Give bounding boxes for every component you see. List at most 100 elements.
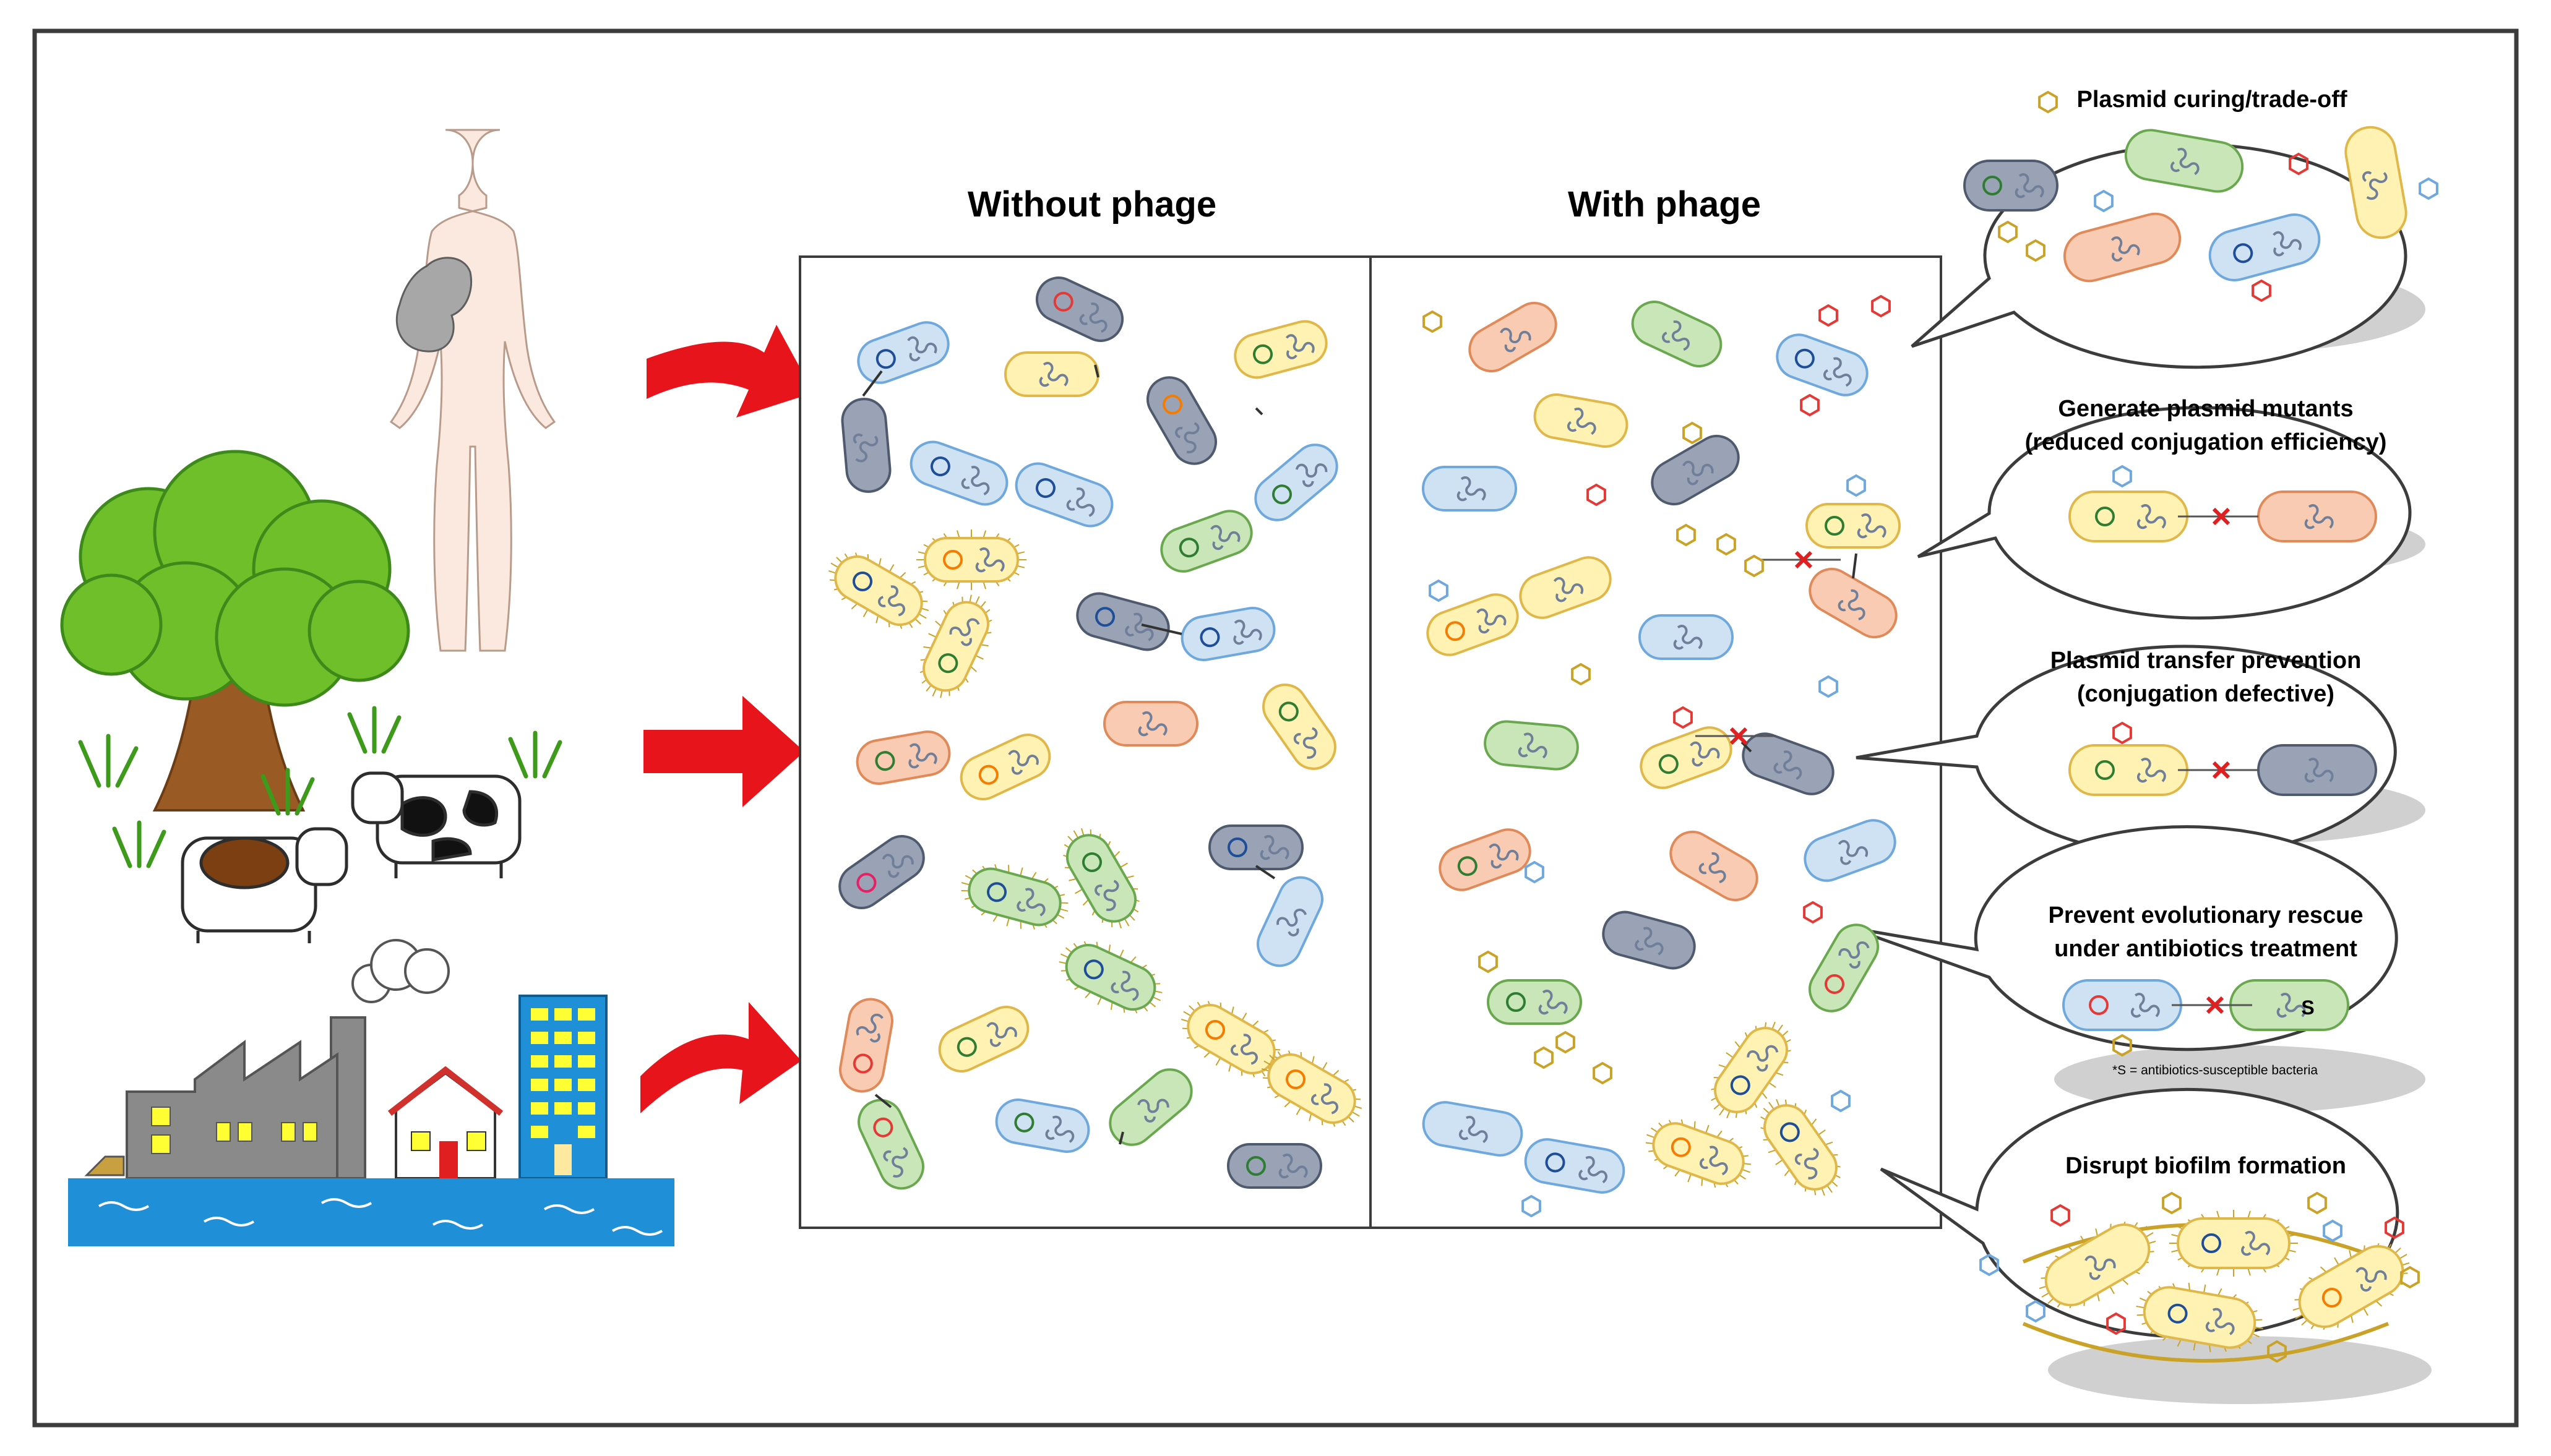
chromosome bbox=[986, 1022, 1017, 1047]
chromosome bbox=[961, 466, 990, 495]
plasmid bbox=[1163, 395, 1182, 415]
bacterium bbox=[2124, 129, 2244, 193]
phage-particle bbox=[2050, 1204, 2070, 1227]
chromosome bbox=[1278, 1154, 1308, 1179]
bacterium bbox=[828, 552, 929, 629]
chromosome bbox=[2304, 758, 2334, 783]
bacterium bbox=[1160, 510, 1253, 573]
cell-body bbox=[910, 440, 1009, 506]
chromosome bbox=[1823, 357, 1852, 387]
chromosome bbox=[2130, 993, 2160, 1018]
arrows bbox=[640, 325, 814, 1113]
chromosome bbox=[1045, 1115, 1075, 1143]
chromosome bbox=[882, 854, 914, 878]
bacteria-layer bbox=[828, 126, 2410, 1353]
phage-particle bbox=[1846, 474, 1866, 497]
phage-layer bbox=[1422, 90, 2438, 1363]
block-mark bbox=[1729, 727, 1748, 745]
plasmid bbox=[1228, 837, 1247, 857]
chromosome bbox=[1578, 1156, 1607, 1184]
cell-body bbox=[2068, 490, 2188, 542]
bacterium bbox=[857, 321, 950, 384]
bacterium bbox=[1262, 683, 1336, 770]
plasmid bbox=[2167, 1303, 2188, 1324]
bacterium bbox=[2068, 490, 2188, 542]
cell-body bbox=[1519, 556, 1612, 619]
chromosome bbox=[2241, 1231, 2270, 1256]
bacterium bbox=[960, 734, 1051, 800]
cell-body bbox=[1638, 614, 1734, 660]
bubble-4-note: *S = antibiotics-susceptible bacteria bbox=[2112, 1063, 2318, 1077]
bacterium bbox=[838, 835, 925, 909]
chromosome bbox=[1285, 334, 1315, 359]
cell-body bbox=[1742, 732, 1835, 795]
chromosome bbox=[1747, 1045, 1779, 1072]
phage-particle bbox=[2094, 189, 2114, 213]
conjugation-bridge bbox=[1255, 407, 1263, 416]
bacterium bbox=[1004, 351, 1099, 397]
bacterium bbox=[2063, 212, 2182, 283]
bubble-4-title-line1: Prevent evolutionary rescue bbox=[2049, 902, 2364, 928]
chromosome bbox=[1233, 619, 1262, 645]
plasmid bbox=[1794, 348, 1815, 369]
cell-body bbox=[1776, 333, 1869, 396]
plasmid bbox=[1825, 974, 1844, 994]
phage-particle bbox=[1716, 533, 1736, 556]
phage-particle bbox=[2112, 465, 2132, 488]
bacterium bbox=[1227, 1143, 1322, 1189]
bacterium bbox=[1524, 1138, 1625, 1194]
chromosome bbox=[1673, 625, 1703, 650]
bacterium bbox=[1638, 614, 1734, 660]
bacterium bbox=[1602, 910, 1696, 970]
plasmid bbox=[1506, 992, 1526, 1012]
chromosome bbox=[1079, 302, 1108, 333]
bacterium bbox=[919, 594, 992, 698]
phage-particle bbox=[2385, 1216, 2404, 1240]
plasmid bbox=[2089, 995, 2109, 1015]
bacterium bbox=[2169, 1210, 2298, 1277]
bacterium bbox=[1234, 320, 1328, 379]
panel-with-phage bbox=[1369, 255, 1942, 1229]
block-mark bbox=[1794, 550, 1813, 569]
bacterium bbox=[1254, 443, 1338, 521]
chromosome bbox=[1456, 476, 1486, 502]
phage-particle bbox=[1744, 554, 1764, 578]
bacterium bbox=[1484, 720, 1579, 771]
chromosome bbox=[1794, 1147, 1819, 1180]
chromosome bbox=[1682, 460, 1714, 486]
plasmid bbox=[978, 764, 999, 785]
chromosome bbox=[1553, 577, 1584, 602]
arrow-from-human bbox=[647, 325, 814, 418]
bubble-2-title-line2: (reduced conjugation efficiency) bbox=[2025, 429, 2387, 455]
phage-particle bbox=[1676, 523, 1696, 547]
cell-body bbox=[1015, 462, 1114, 528]
conjugation-bridge bbox=[1255, 865, 1276, 880]
phage-particle bbox=[2267, 1340, 2287, 1363]
bacterium bbox=[1804, 819, 1896, 882]
human-body-icon bbox=[389, 129, 556, 652]
chromosome bbox=[2362, 171, 2388, 200]
chromosome bbox=[2273, 231, 2302, 257]
plasmid bbox=[938, 653, 958, 674]
cell-body bbox=[1103, 701, 1198, 747]
bubble-1-title: Plasmid curing/trade-off bbox=[2076, 87, 2347, 113]
heading-without-phage: Without phage bbox=[968, 184, 1216, 225]
phage-particle bbox=[1803, 901, 1823, 924]
chromosome bbox=[1500, 327, 1531, 353]
cell-body bbox=[1804, 819, 1896, 882]
phage-particle bbox=[1571, 662, 1591, 686]
chromosome bbox=[2015, 173, 2044, 199]
bacterium bbox=[2062, 979, 2182, 1031]
plasmid bbox=[987, 882, 1007, 902]
bacterium bbox=[1422, 466, 1517, 512]
cell-body bbox=[839, 998, 893, 1093]
plasmid bbox=[1246, 1156, 1266, 1176]
bacterium bbox=[1669, 831, 1758, 901]
chromosome bbox=[1175, 422, 1200, 453]
phage-particle bbox=[2419, 177, 2438, 200]
plasmid bbox=[1982, 176, 2002, 195]
plasmid bbox=[1253, 344, 1273, 364]
phage-particle bbox=[1831, 1089, 1851, 1113]
conjugation-bridge bbox=[874, 1094, 892, 1108]
phage-particle bbox=[1871, 294, 1891, 318]
